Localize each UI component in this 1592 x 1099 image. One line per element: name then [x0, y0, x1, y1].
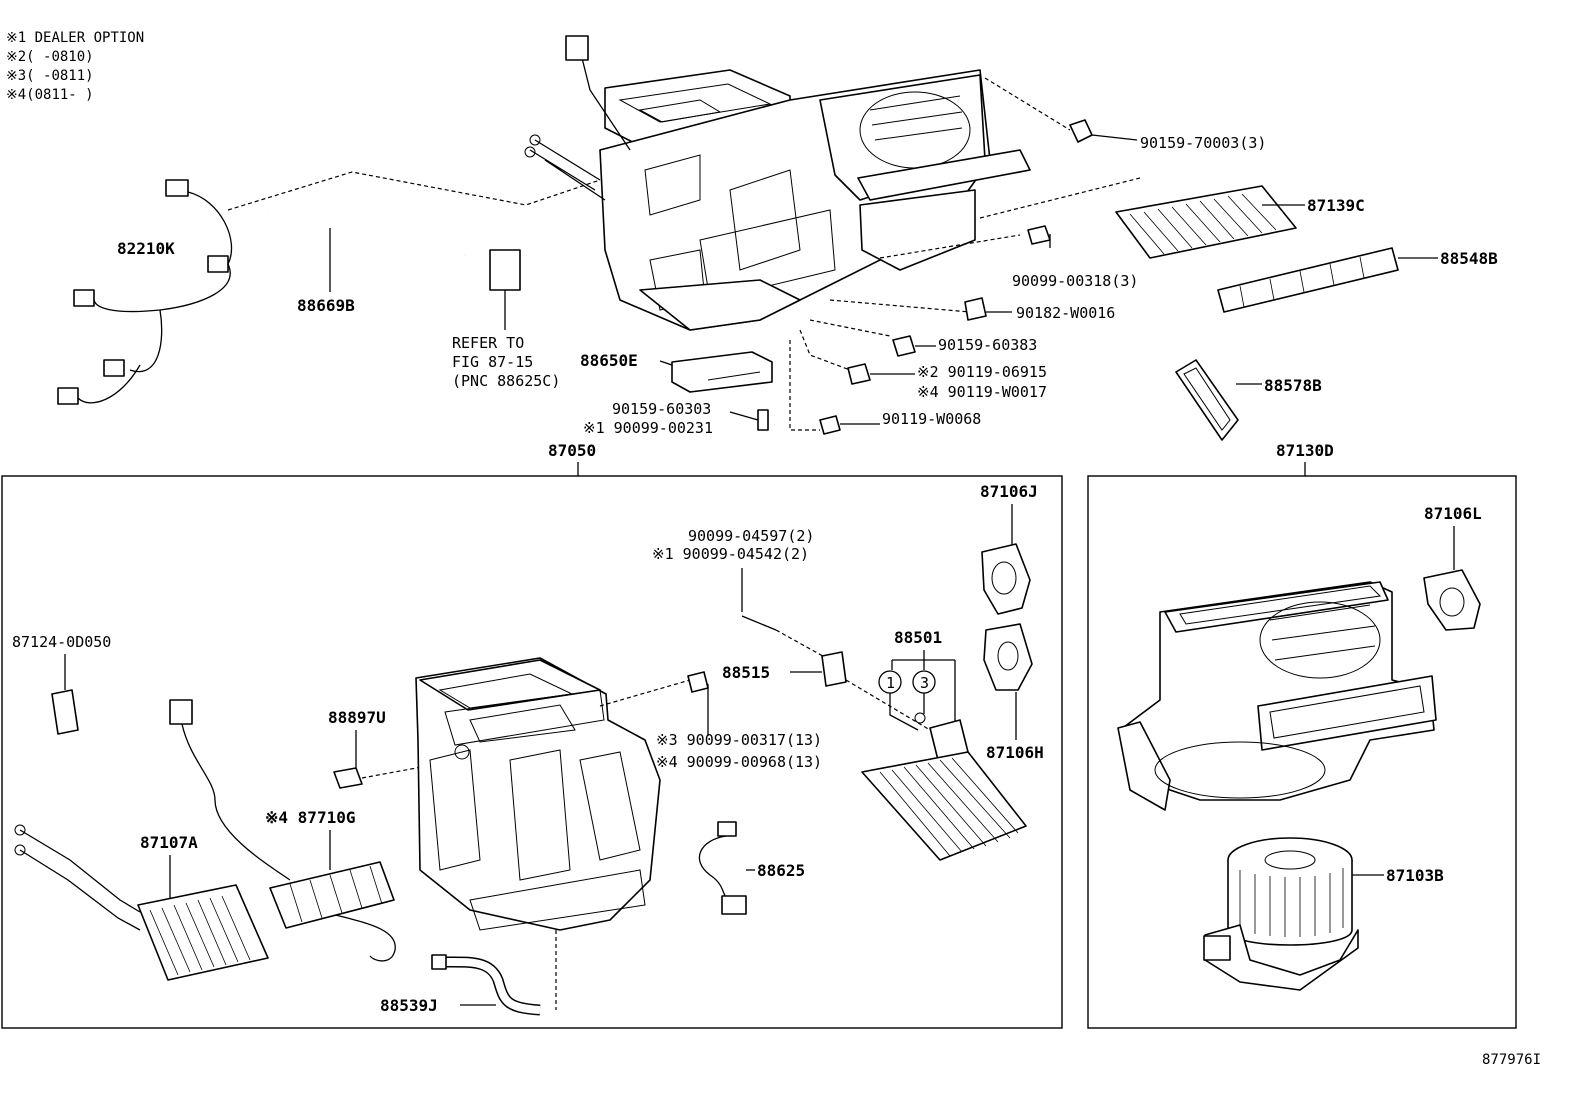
label-90099-00317: ※3 90099-00317(13)	[656, 731, 822, 749]
label-90119-W0017: ※4 90119-W0017	[917, 383, 1047, 401]
connector-refer-drawing	[489, 249, 521, 330]
label-88625: 88625	[757, 861, 805, 880]
ptc-heater-87710G-drawing	[269, 861, 395, 929]
bolt-90099-00317-shape	[687, 671, 709, 693]
actuator-87106H-shape	[983, 623, 1033, 691]
fasteners-upper-drawing	[819, 119, 1093, 435]
gasket-88578B-shape	[1175, 359, 1239, 441]
label-90099-00968: ※4 90099-00968(13)	[656, 753, 822, 771]
evaporator-drawing	[861, 719, 1027, 861]
label-87106L: 87106L	[1424, 504, 1482, 523]
blower-unit-87130D-drawing	[1117, 581, 1437, 811]
sensor-88897U-shape	[333, 767, 363, 789]
refer-text-1: REFER TO	[452, 334, 524, 352]
screw-90099-04597-shape	[741, 615, 777, 631]
label-88501: 88501	[894, 628, 942, 647]
label-90159-70003: 90159-70003(3)	[1140, 134, 1266, 152]
wire-harness-82210K-drawing	[57, 179, 233, 405]
clip-87124-shape	[51, 689, 79, 735]
label-88515: 88515	[722, 663, 770, 682]
label-88669B: 88669B	[297, 296, 355, 315]
filter-87139C-drawing	[1115, 185, 1297, 259]
label-88578B: 88578B	[1264, 376, 1322, 395]
label-88650E: 88650E	[580, 351, 638, 370]
blower-motor-87103B-drawing	[1203, 837, 1359, 991]
valve-88515-shape	[821, 651, 847, 687]
ac-unit-assembly-drawing	[524, 35, 1031, 331]
legend-item-1: ※1 DEALER OPTION	[6, 30, 144, 46]
figure-id: 877976I	[1482, 1052, 1541, 1068]
label-87103B: 87103B	[1386, 866, 1444, 885]
label-87050: 87050	[548, 441, 596, 460]
label-87107A: 87107A	[140, 833, 198, 852]
label-90099-04597: 90099-04597(2)	[688, 527, 814, 545]
actuator-87106J-shape	[981, 543, 1031, 615]
label-87124-0D050: 87124-0D050	[12, 633, 111, 651]
label-87106J: 87106J	[980, 482, 1038, 501]
refer-text-3: (PNC 88625C)	[452, 372, 560, 390]
label-87106H: 87106H	[986, 743, 1044, 762]
label-88548B: 88548B	[1440, 249, 1498, 268]
label-90099-00318: 90099-00318(3)	[1012, 272, 1138, 290]
heater-wire-drawing	[169, 699, 396, 962]
label-88897U: 88897U	[328, 708, 386, 727]
ac-unit-87050-drawing	[415, 657, 661, 931]
hose-88669B-drawing	[267, 207, 468, 292]
label-90099-00231: ※1 90099-00231	[583, 419, 713, 437]
label-90119-W0068: 90119-W0068	[882, 410, 981, 428]
circle-label-1: 1	[886, 674, 895, 692]
actuator-87106L-shape	[1423, 569, 1481, 631]
legend-item-4: ※4(0811- )	[6, 87, 94, 103]
label-82210K: 82210K	[117, 239, 175, 258]
label-90159-60303: 90159-60303	[612, 400, 711, 418]
cover-88548B-drawing	[1217, 247, 1399, 313]
label-90182-W0016: 90182-W0016	[1016, 304, 1115, 322]
label-90119-06915: ※2 90119-06915	[917, 363, 1047, 381]
label-90159-60383: 90159-60383	[938, 336, 1037, 354]
heater-core-87107A-drawing	[14, 824, 269, 981]
label-88539J: 88539J	[380, 996, 438, 1015]
hose-88539J-drawing	[431, 954, 541, 1016]
refer-text-2: FIG 87-15	[452, 353, 533, 371]
legend-item-2: ※2( -0810)	[6, 49, 94, 65]
legend-item-3: ※3( -0811)	[6, 68, 94, 84]
label-87710G: ※4 87710G	[265, 808, 355, 827]
ecu-88650E-drawing	[671, 351, 773, 393]
sensor-88625-drawing	[698, 821, 747, 915]
label-87130D: 87130D	[1276, 441, 1334, 460]
legend: ※1 DEALER OPTION ※2( -0810) ※3( -0811) ※…	[6, 30, 144, 103]
group-box-87130D	[1087, 475, 1517, 1029]
label-90099-04542: ※1 90099-04542(2)	[652, 545, 809, 563]
group-box-87050	[1, 475, 1063, 1029]
circle-label-3: 3	[920, 674, 929, 692]
label-87139C: 87139C	[1307, 196, 1365, 215]
